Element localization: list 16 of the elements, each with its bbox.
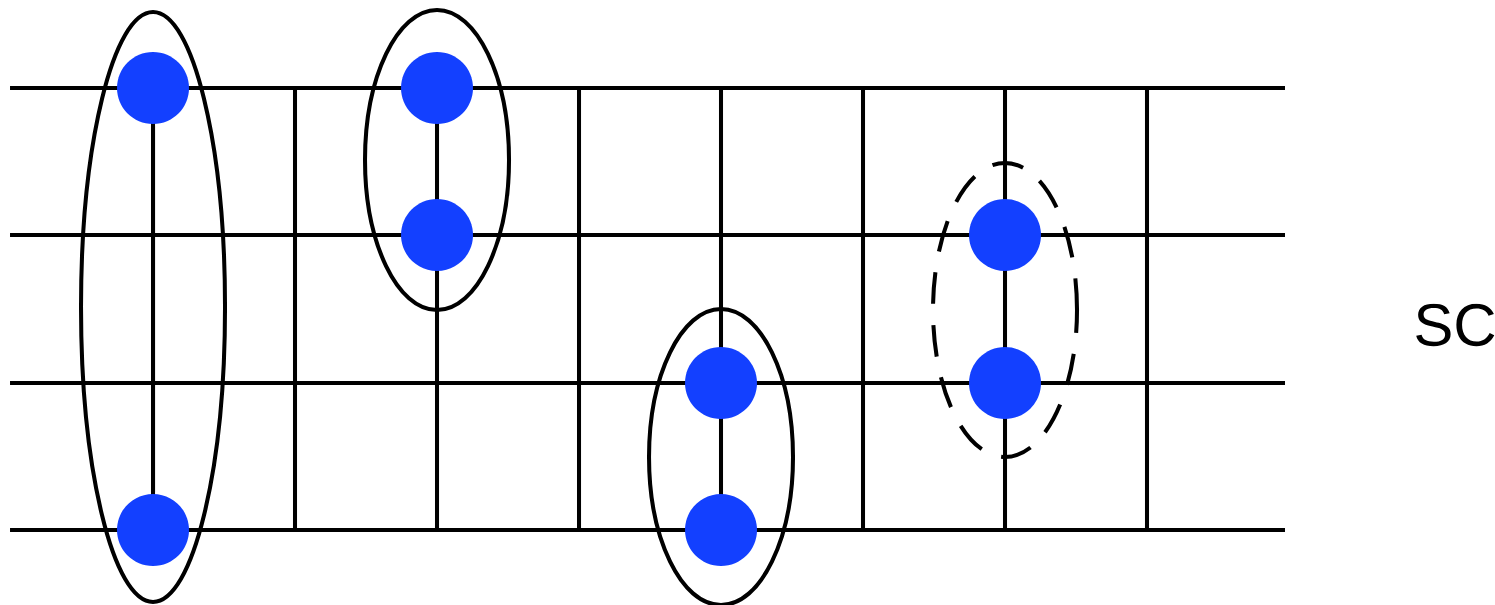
qubit-dot	[685, 494, 757, 566]
connector-line	[151, 126, 156, 492]
connector-line	[719, 421, 723, 492]
qubit-dot	[969, 347, 1041, 419]
qubit-dot	[401, 199, 473, 271]
group-ellipse	[931, 161, 1080, 459]
qubit-dot	[685, 347, 757, 419]
row-label: SC	[1416, 303, 1495, 347]
qubit-dot	[117, 494, 189, 566]
qubit-dot	[117, 52, 189, 124]
qubit-dot	[401, 52, 473, 124]
qubit-dot	[969, 199, 1041, 271]
connector-line	[435, 126, 440, 197]
connector-line	[1003, 273, 1008, 345]
group-ellipse	[79, 10, 228, 604]
group-ellipse	[363, 8, 512, 313]
